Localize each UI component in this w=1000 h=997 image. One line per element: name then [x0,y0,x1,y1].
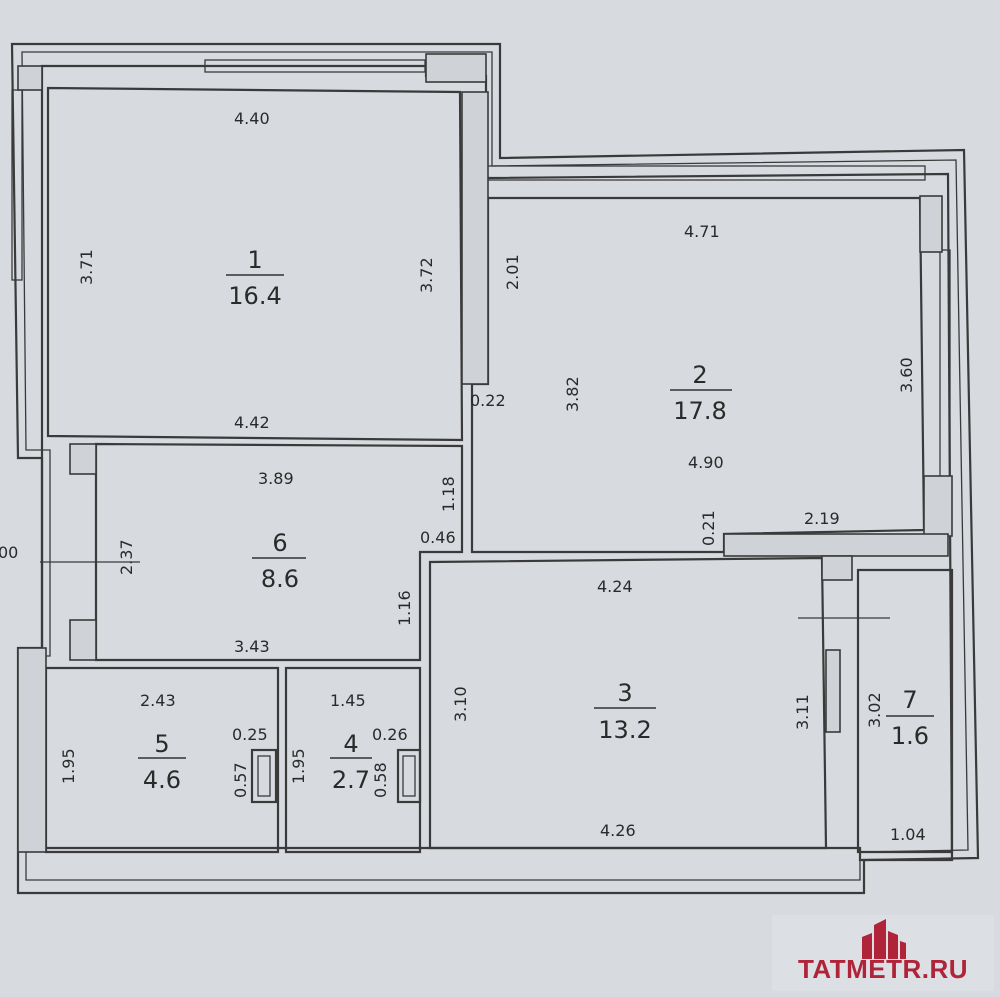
room-label-bars [138,274,934,759]
dim-label: 4.40 [234,109,270,128]
room-3-area: 13.2 [598,716,651,744]
dimension-labels: 00 4.40 3.71 3.72 4.42 4.71 2.01 0.22 3.… [0,109,926,844]
room-7-number: 7 [902,686,917,714]
dim-label: 1.16 [395,590,414,626]
room-7-area: 1.6 [891,722,929,750]
room-6-number: 6 [272,529,287,557]
room-1-number: 1 [247,246,262,274]
dim-label: 4.90 [688,453,724,472]
logo-text: TATMETR.RU [797,954,969,984]
room-2-area: 17.8 [673,397,726,425]
dim-label: 0.21 [699,510,718,546]
dim-label: 3.72 [417,257,436,293]
dim-label: 4.26 [600,821,636,840]
dim-label: 3.10 [451,686,470,722]
dim-label: 1.95 [289,748,308,784]
ventilation-shafts [250,748,422,804]
dim-label: 2.01 [503,254,522,290]
dim-label: 0.46 [420,528,456,547]
dim-label: 3.60 [897,357,916,393]
section-lines [40,561,890,619]
room-5-number: 5 [154,730,169,758]
dim-label: 4.71 [684,222,720,241]
dim-label: 4.42 [234,413,270,432]
dim-label: 0.26 [372,725,408,744]
dim-label: 3.43 [234,637,270,656]
dim-label: 1.45 [330,691,366,710]
dim-label: 1.04 [890,825,926,844]
dim-label: 1.95 [59,748,78,784]
room-4-area: 2.7 [332,766,370,794]
dim-label: 00 [0,543,18,562]
dim-label: 2.37 [117,539,136,575]
dim-label: 0.58 [371,762,390,798]
room-6-area: 8.6 [261,565,299,593]
dim-label: 4.24 [597,577,633,596]
dim-label: 3.71 [77,249,96,285]
dim-label: 3.02 [865,692,884,728]
room-3-number: 3 [617,679,632,707]
dim-label: 3.11 [793,694,812,730]
dim-label: 2.43 [140,691,176,710]
dim-label: 0.57 [231,762,250,798]
dim-label: 3.82 [563,376,582,412]
room-4-number: 4 [343,730,358,758]
dim-label: 2.19 [804,509,840,528]
room-5-area: 4.6 [143,766,181,794]
building-logo-icon [862,919,906,959]
watermark-logo: TATMETR.RU [772,915,994,991]
dim-label: 0.25 [232,725,268,744]
room-walls [17,53,954,854]
dim-label: 3.89 [258,469,294,488]
dim-label: 1.18 [439,476,458,512]
room-1-area: 16.4 [228,282,281,310]
dim-label: 0.22 [470,391,506,410]
room-2-number: 2 [692,361,707,389]
room-labels: 1 16.4 2 17.8 6 8.6 3 13.2 5 4.6 4 2.7 7… [143,246,929,794]
